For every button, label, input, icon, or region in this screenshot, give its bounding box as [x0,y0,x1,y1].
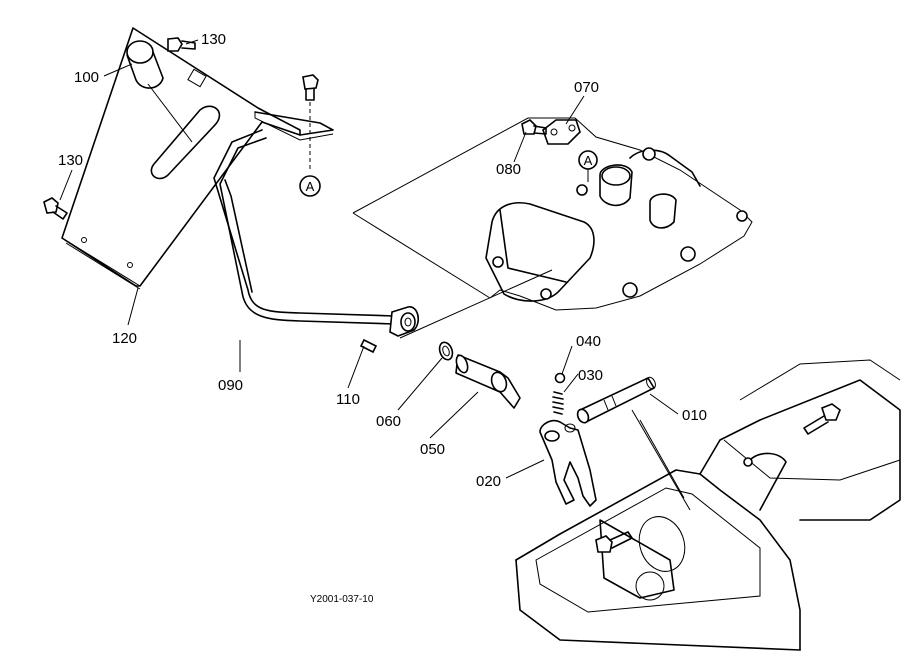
callout-120: 120 [112,330,137,347]
part-030-spring [552,391,564,415]
callout-060: 060 [376,413,401,430]
part-010-fork-shaft [576,376,656,424]
callout-070: 070 [574,79,599,96]
callout-030: 030 [578,367,603,384]
view-marker-a-left-label: A [306,179,315,194]
callout-130-top: 130 [201,31,226,48]
callout-110: 110 [336,391,360,408]
callout-050: 050 [420,441,445,458]
part-100-shift-knob [126,40,164,89]
bolt-above-marker-a [302,74,319,170]
part-080-bolt [521,119,547,135]
drawing-reference: Y2001-037-10 [310,594,374,605]
view-marker-a-right: A [578,150,598,170]
transmission-case [515,359,901,651]
part-050-shift-shaft [455,354,521,409]
callout-040: 040 [576,333,601,350]
callout-100: 100 [74,69,99,86]
part-120-guide-plate [61,27,334,290]
part-090-shift-rod [213,129,420,337]
part-060-o-ring [438,341,454,361]
callout-130-left: 130 [58,152,83,169]
part-130-bolt-top [167,37,196,52]
callout-090: 090 [218,377,243,394]
transmission-cover [352,117,753,311]
callout-010: 010 [682,407,707,424]
callout-020: 020 [476,473,501,490]
view-marker-a-left: A [299,175,321,197]
part-040-ball [554,372,566,384]
callout-080: 080 [496,161,521,178]
leader-lines [59,39,691,511]
view-marker-a-right-label: A [584,153,593,168]
part-130-bolt-left [43,197,68,220]
part-020-shift-fork [539,419,597,507]
part-070-cover-plate [542,119,581,145]
part-110-pin [359,338,378,354]
